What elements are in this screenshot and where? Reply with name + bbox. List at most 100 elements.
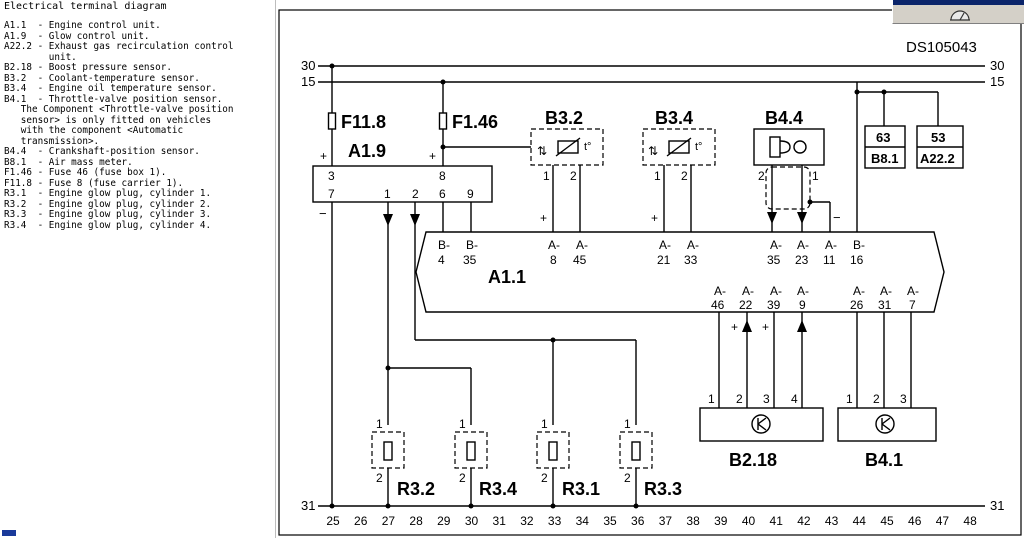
b4-4-label: B4.4 [765, 108, 803, 128]
rail-30-label-left: 30 [301, 58, 315, 73]
egr-control-unit-a22-2: 53 A22.2 [916, 125, 964, 169]
column-number: 30 [465, 514, 479, 528]
legend-item: sensor> is only fitted on vehicles [4, 114, 212, 126]
plus-sign: + [762, 320, 769, 334]
ecu-pin-number: 46 [711, 298, 725, 312]
r3-1-label: R3.1 [562, 479, 600, 499]
b8-1-pin: 63 [876, 130, 890, 145]
glow-plug-r3-3: 1 2 R3.3 [619, 417, 682, 506]
column-number: 29 [437, 514, 451, 528]
b8-1-label: B8.1 [871, 151, 898, 166]
legend-panel: Electrical terminal diagram A1.1 - Engin… [0, 0, 276, 538]
ecu-pin-number: 45 [573, 253, 587, 267]
column-number: 36 [631, 514, 645, 528]
coolant-temperature-sensor-b3-2: B3.2 ⇅ t° 1 2 + [530, 108, 604, 232]
legend-item: B3.2 - Coolant-temperature sensor. [4, 72, 200, 84]
glow-unit-label: A1.9 [348, 141, 386, 161]
diagram-panel: DS105043 30 30 15 15 31 31 F11.8 F1.46 A… [276, 0, 1024, 538]
pin-label: 8 [439, 169, 446, 183]
column-number: 40 [742, 514, 756, 528]
minus-sign: − [319, 206, 327, 221]
ecu-pin-prefix: A- [576, 238, 588, 252]
ecu-pin-number: 39 [767, 298, 781, 312]
b3-2-label: B3.2 [545, 108, 583, 128]
gauge-icon[interactable] [949, 8, 971, 21]
legend-item: R3.4 - Engine glow plug, cylinder 4. [4, 219, 212, 231]
air-mass-meter-b8-1: 63 B8.1 [864, 125, 906, 169]
arrows-updown-icon: ⇅ [648, 144, 658, 158]
legend-item: F1.46 - Fuse 46 (fuse box 1). [4, 167, 167, 178]
ecu-pin-number: 8 [550, 253, 557, 267]
pin-label: 2 [681, 169, 688, 183]
b3-4-label: B3.4 [655, 108, 693, 128]
a22-2-label: A22.2 [920, 151, 955, 166]
ecu-pin-prefix: B- [466, 238, 478, 252]
rail-31-label-left: 31 [301, 498, 315, 513]
r3-2-label: R3.2 [397, 479, 435, 499]
plus-sign: + [429, 149, 436, 163]
ecu-pin-number: 23 [795, 253, 809, 267]
ecu-pin-prefix: B- [853, 238, 865, 252]
ecu-label: A1.1 [488, 267, 526, 287]
pin-label: 4 [791, 392, 798, 406]
b4-1-label: B4.1 [865, 450, 903, 470]
plus-sign: + [540, 211, 547, 225]
ecu-pin-number: 21 [657, 253, 671, 267]
ecu-pin-number: 7 [909, 298, 916, 312]
ecu-pin-number: 33 [684, 253, 698, 267]
rail-30: 30 30 [301, 58, 1004, 73]
rail-15-label-right: 15 [990, 74, 1004, 89]
column-number: 44 [853, 514, 867, 528]
ecu-pin-prefix: A- [770, 238, 782, 252]
fuse-f11-8: F11.8 [327, 63, 386, 168]
ecu-pin-number: 31 [878, 298, 892, 312]
pin-label: 2 [459, 471, 466, 485]
pin-label: 1 [376, 417, 383, 431]
rail-31: 31 31 [301, 498, 1004, 513]
column-number: 48 [963, 514, 977, 528]
ecu-pin-prefix: A- [714, 284, 726, 298]
minus-sign: − [833, 210, 841, 225]
column-number: 41 [770, 514, 784, 528]
column-number: 27 [382, 514, 396, 528]
viewer-titlebar [893, 0, 1024, 5]
ecu-pin-prefix: A- [797, 284, 809, 298]
legend-item: A1.9 - Glow control unit. [4, 30, 150, 42]
pin-label: 1 [384, 187, 391, 201]
legend-item: B3.4 - Engine oil temperature sensor. [4, 83, 217, 94]
column-number: 35 [603, 514, 617, 528]
legend-item: transmission>. [4, 135, 100, 147]
ecu-pin-prefix: A- [770, 284, 782, 298]
pin-label: 1 [543, 169, 550, 183]
glow-control-unit-a1-9: A1.9 + + 3 8 7 1 2 6 9 − [312, 141, 493, 221]
pin-label: 2 [624, 471, 631, 485]
legend-item: F11.8 - Fuse 8 (fuse carrier 1). [4, 177, 184, 189]
b2-18-label: B2.18 [729, 450, 777, 470]
oil-temperature-sensor-b3-4: B3.4 ⇅ t° 1 2 + [642, 108, 716, 232]
column-number: 28 [409, 514, 423, 528]
r3-4-label: R3.4 [479, 479, 517, 499]
engine-control-unit-a1-1: A1.1 B- 4 B- 35 A- 8 A- 45 A- 21 A- 33 A… [415, 231, 945, 313]
legend-item: R3.1 - Engine glow plug, cylinder 1. [4, 188, 212, 199]
column-number: 46 [908, 514, 922, 528]
legend-item: B2.18 - Boost pressure sensor. [4, 62, 172, 73]
legend-item: A1.1 - Engine control unit. [4, 20, 161, 31]
pin-label: 3 [328, 169, 335, 183]
legend-item: R3.2 - Engine glow plug, cylinder 2. [4, 198, 212, 210]
legend-item: unit. [4, 51, 77, 63]
pin-label: 1 [846, 392, 853, 406]
pin-label: 1 [708, 392, 715, 406]
pin-label: 3 [900, 392, 907, 406]
ecu-pin-prefix: A- [880, 284, 892, 298]
legend-item: R3.3 - Engine glow plug, cylinder 3. [4, 209, 212, 220]
plus-sign: + [651, 211, 658, 225]
column-number: 37 [659, 514, 673, 528]
column-number: 34 [576, 514, 590, 528]
legend-title: Electrical terminal diagram [4, 1, 167, 12]
ecu-pin-prefix: A- [853, 284, 865, 298]
ecu-pin-prefix: A- [659, 238, 671, 252]
ecu-pin-number: 35 [767, 253, 781, 267]
ecu-pin-number: 22 [739, 298, 753, 312]
pin-label: 1 [654, 169, 661, 183]
pin-label: 2 [758, 169, 765, 183]
